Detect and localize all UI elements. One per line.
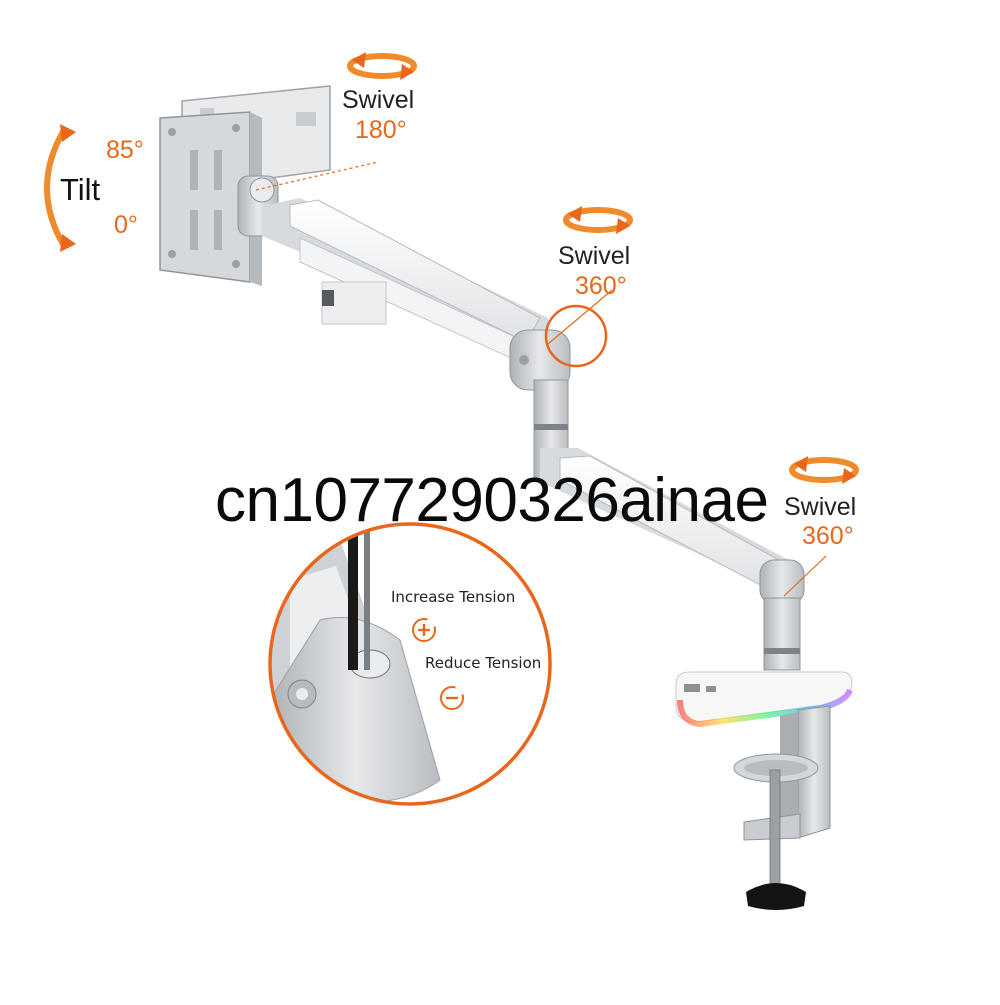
usb-port-icon [684,684,700,692]
desk-clamp [733,705,831,910]
vesa-plate-front [159,111,262,286]
plus-icon [412,618,436,642]
usbc-port-icon [706,686,716,692]
swivel-top-label: Swivel [342,86,415,114]
tilt-label: Tilt [60,172,101,207]
reduce-tension-label: Reduce Tension [425,654,542,672]
swivel-rotate-icon [563,206,633,234]
swivel-rotate-icon [347,52,417,80]
swivel-middle-degree: 360° [575,272,627,300]
tilt-min-degree: 0° [114,211,138,239]
tilt-rotate-icon [44,124,76,252]
callout-line [783,555,827,597]
callout-line [255,161,379,191]
swivel-rotate-icon [789,456,859,484]
tilt-max-degree: 85° [106,136,144,164]
callout-line [547,289,613,345]
swivel-middle-label: Swivel [558,242,631,270]
minus-icon [440,686,464,710]
rgb-base [675,671,853,728]
swivel-top-degree: 180° [355,116,407,144]
tension-zoom [268,522,552,806]
lower-arm [540,448,805,605]
increase-tension-label: Increase Tension [391,588,516,606]
watermark-text: cn1077290326ainae [215,466,769,535]
upper-arm [262,198,548,363]
swivel-callout-circle [544,304,608,368]
swivel-bottom-degree: 360° [802,522,854,550]
base-post [763,597,801,671]
swivel-bottom-label: Swivel [784,493,857,521]
